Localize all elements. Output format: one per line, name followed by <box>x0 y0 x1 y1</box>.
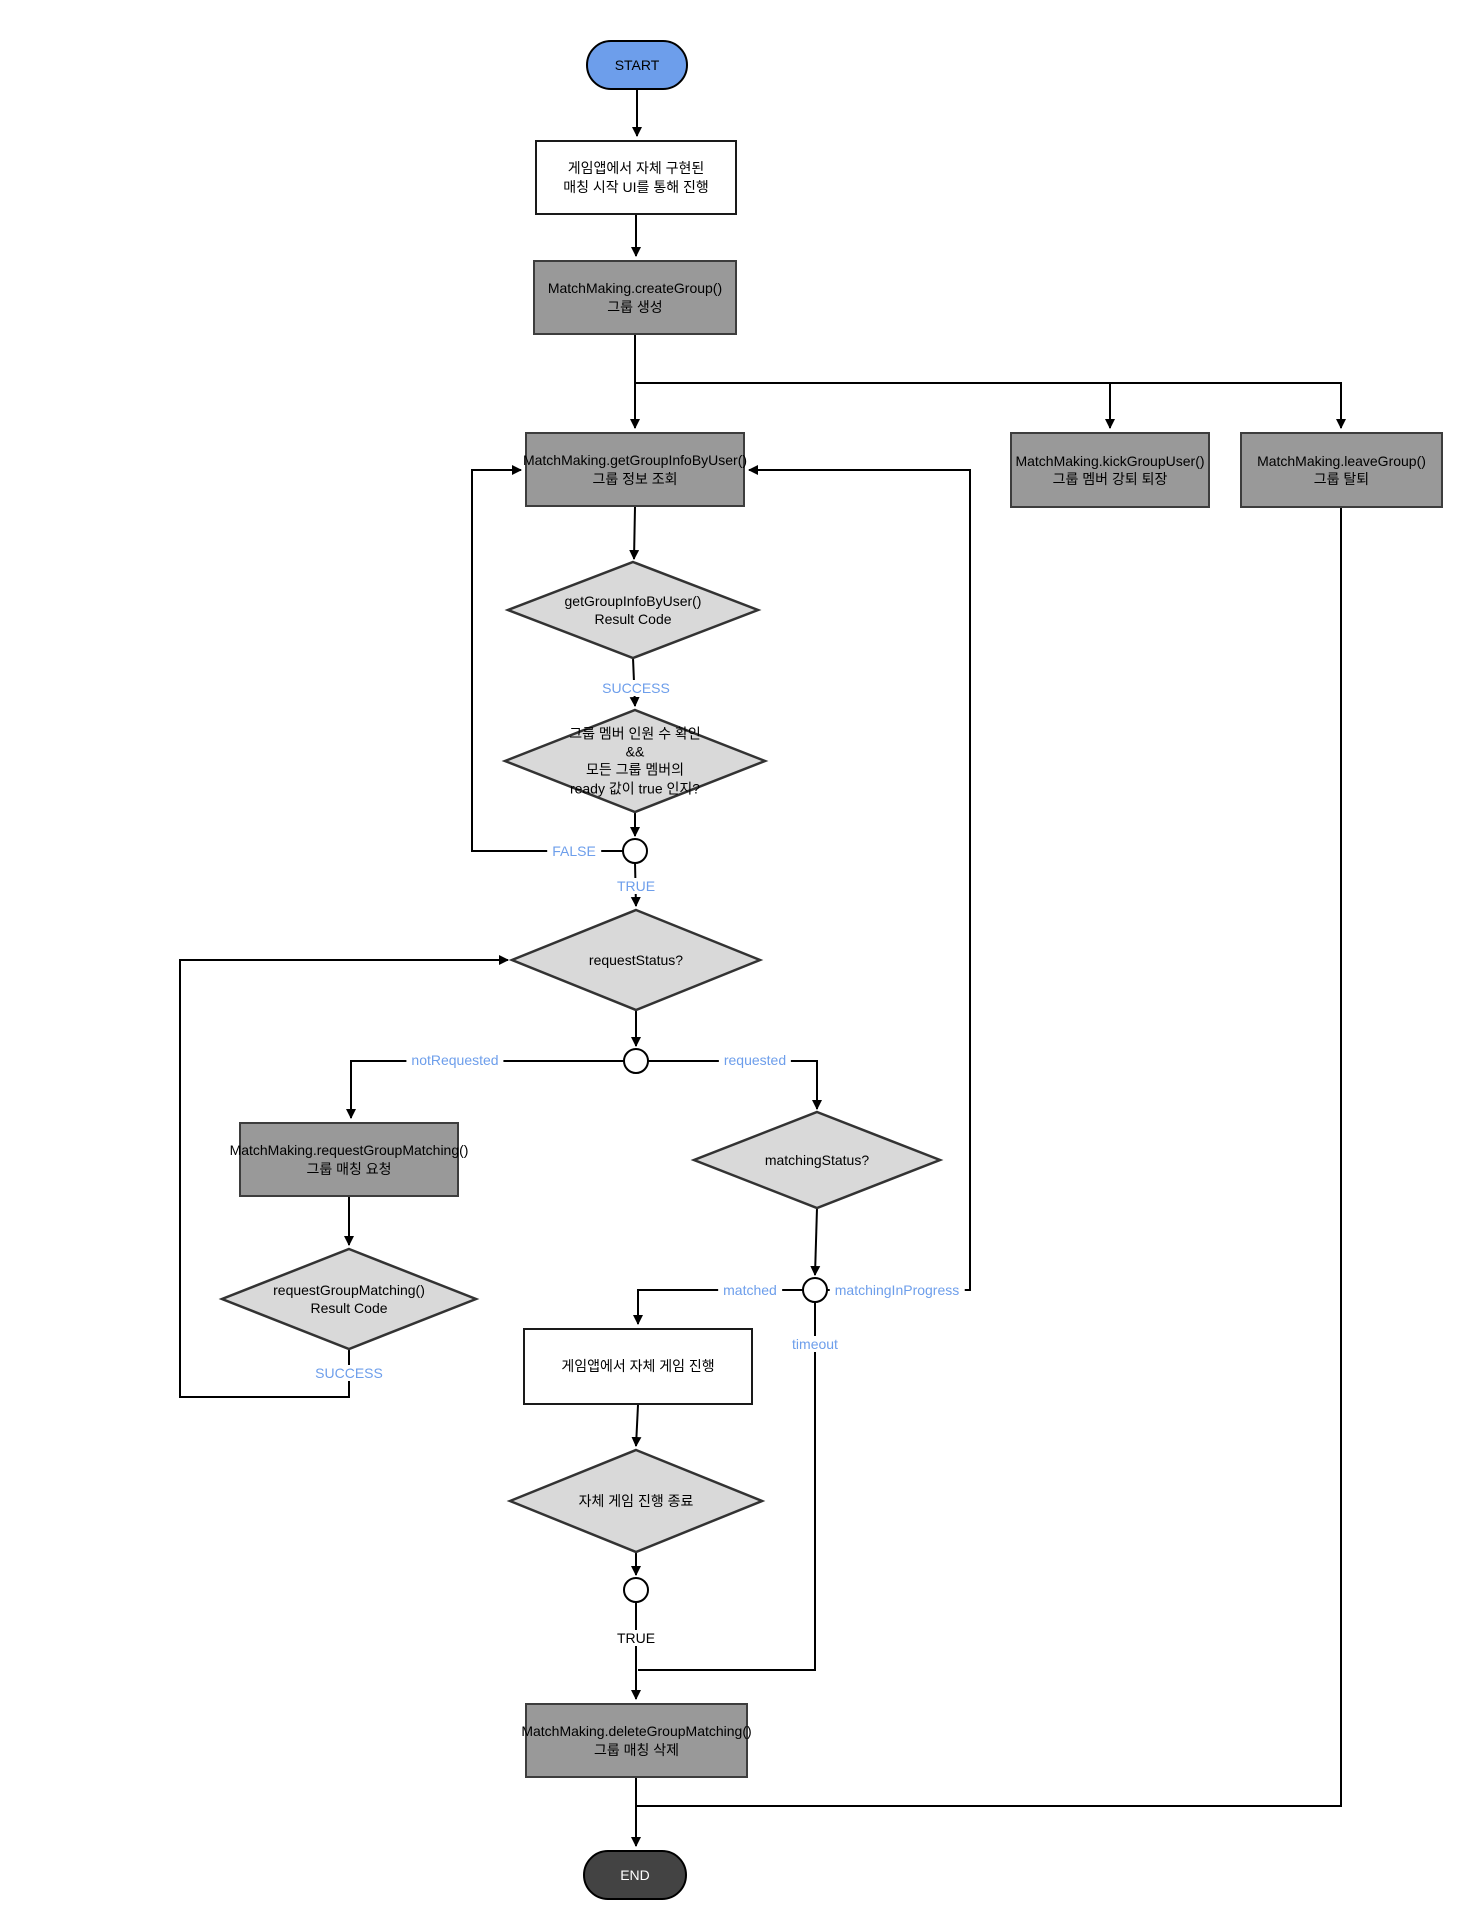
edge-branch-to-kick-group-user <box>635 382 1115 429</box>
edge-label-success-1: SUCCESS <box>597 680 675 696</box>
edge-requested-to-matching-status <box>648 1060 822 1110</box>
edge-timeout-to-delete <box>638 1302 816 1671</box>
edge-label-true-2: TRUE <box>611 1630 661 1646</box>
start-terminator: START <box>586 40 688 90</box>
connector-circle-game-end <box>623 1577 649 1603</box>
request-status-decision <box>508 908 764 1012</box>
connector-circle-matching-status <box>802 1277 828 1303</box>
edge-branch-to-leave-group <box>1110 382 1346 429</box>
request-group-matching-process: MatchMaking.requestGroupMatching() 그룹 매칭… <box>230 1122 468 1197</box>
get-group-info-process: MatchMaking.getGroupInfoByUser() 그룹 정보 조… <box>523 432 747 507</box>
edge-label-false: FALSE <box>547 843 601 859</box>
matching-ui-process: 게임앱에서 자체 구현된 매칭 시작 UI를 통해 진행 <box>535 140 737 215</box>
play-game-process: 게임앱에서 자체 게임 진행 <box>523 1328 753 1405</box>
edge-label-true-1: TRUE <box>611 878 661 894</box>
game-end-decision <box>506 1448 766 1554</box>
kick-group-user-process: MatchMaking.kickGroupUser() 그룹 멤버 강퇴 퇴장 <box>1010 432 1210 508</box>
edge-label-not-requested: notRequested <box>406 1052 504 1068</box>
get-info-result-decision <box>504 560 762 660</box>
create-group-process: MatchMaking.createGroup() 그룹 생성 <box>533 260 737 335</box>
connector-circle-request-status <box>623 1048 649 1074</box>
edge-leave-group-to-end <box>636 508 1342 1807</box>
edge-label-requested: requested <box>718 1052 792 1068</box>
member-ready-decision <box>501 708 769 814</box>
edge-success-loop-to-request-status <box>179 955 509 1398</box>
edge-get-info-to-result-decision <box>629 506 640 560</box>
matching-status-decision <box>690 1110 944 1210</box>
connector-circle-member-check <box>622 838 648 864</box>
edge-not-requested-to-request-matching <box>346 1060 624 1119</box>
edge-label-matched: matched <box>718 1282 782 1298</box>
edge-matching-status-to-connector <box>810 1207 821 1276</box>
request-matching-result-decision <box>218 1247 480 1351</box>
edge-label-success-2: SUCCESS <box>310 1365 388 1381</box>
leave-group-process: MatchMaking.leaveGroup() 그룹 탈퇴 <box>1240 432 1443 508</box>
edge-label-matching-in-progress: matchingInProgress <box>829 1282 965 1298</box>
end-terminator: END <box>583 1850 687 1900</box>
delete-group-matching-process: MatchMaking.deleteGroupMatching() 그룹 매칭 … <box>521 1703 752 1778</box>
edge-label-timeout: timeout <box>787 1336 843 1352</box>
edge-play-game-to-game-end <box>631 1404 642 1447</box>
